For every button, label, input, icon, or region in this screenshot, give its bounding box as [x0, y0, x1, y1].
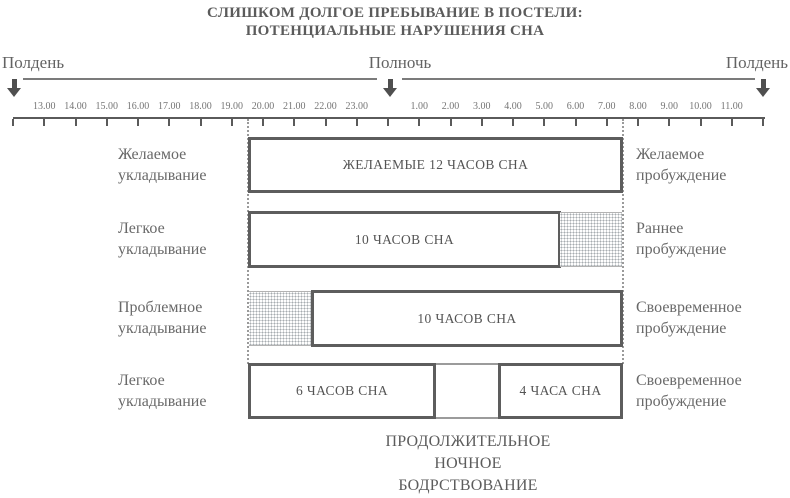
hour-tick [637, 119, 639, 126]
note-line-2: НОЧНОЕ [434, 455, 502, 472]
row1-right-label-line2: пробуждение [636, 167, 727, 184]
hour-tick-label: 20.00 [251, 101, 275, 112]
hour-tick [762, 119, 764, 126]
marker-line-right-segment [402, 78, 755, 80]
hour-tick-label: 13.00 [33, 101, 56, 112]
row4-night-waking-gap [433, 363, 501, 419]
row2-right-label-line1: Раннее [636, 220, 684, 237]
row2-left-label-line1: Легкое [118, 220, 165, 237]
hour-tick [293, 119, 296, 126]
hour-tick [480, 119, 483, 126]
hour-tick [512, 119, 514, 126]
hour-tick [12, 119, 14, 126]
row1-left-label-line2: укладывание [118, 167, 207, 184]
hour-tick-label: 2.00 [441, 101, 460, 112]
hour-tick [605, 119, 608, 126]
hour-tick [668, 119, 671, 126]
hour-tick [324, 119, 327, 126]
hour-tick [74, 119, 77, 126]
night-wakefulness-note: ПРОДОЛЖИТЕЛЬНОЕ НОЧНОЕ БОДРСТВОВАНИЕ [316, 431, 620, 497]
timeline-ruler-line [13, 117, 765, 119]
hour-tick-label: 22.00 [314, 101, 337, 112]
hour-tick-label: 1.00 [410, 101, 429, 112]
row2-sleep-bar: 10 ЧАСОВ СНА [248, 211, 561, 268]
row4-right-label: Своевременное пробуждение [636, 370, 788, 412]
bed-window-end-dashed-line [622, 119, 624, 364]
hour-tick [168, 119, 171, 126]
row3-right-label-line2: пробуждение [636, 320, 727, 337]
hour-tick [105, 119, 108, 126]
row1-sleep-bar: ЖЕЛАЕМЫЕ 12 ЧАСОВ СНА [248, 137, 623, 193]
hour-tick-label: 23.00 [345, 101, 369, 112]
hour-tick-label: 17.00 [158, 101, 181, 112]
hour-tick-label: 11.00 [720, 101, 743, 112]
hour-tick-label: 14.00 [64, 101, 87, 112]
hour-tick-label: 9.00 [660, 101, 679, 112]
row2-left-label-line2: укладывание [118, 241, 207, 258]
hour-tick [262, 119, 264, 126]
row1-left-label-line1: Желаемое [118, 146, 187, 163]
hour-tick-label: 21.00 [283, 101, 306, 112]
row2-right-label: Раннее пробуждение [636, 218, 788, 260]
title-line-1: СЛИШКОМ ДОЛГОЕ ПРЕБЫВАНИЕ В ПОСТЕЛИ: [207, 5, 583, 21]
hour-tick-label: 7.00 [598, 101, 616, 112]
row1-left-label: Желаемое укладывание [118, 144, 242, 186]
row4-right-label-line2: пробуждение [636, 393, 727, 410]
row4-left-label: Легкое укладывание [118, 370, 242, 412]
down-arrow-icon [383, 79, 397, 97]
row3-sleep-onset-dotted-zone [249, 291, 311, 346]
hour-tick [418, 119, 421, 126]
row4-left-label-line2: укладывание [118, 393, 207, 410]
hour-tick [355, 119, 358, 126]
row3-left-label: Проблемное укладывание [118, 297, 242, 339]
row3-right-label: Своевременное пробуждение [636, 297, 788, 339]
hour-tick [43, 119, 46, 126]
hour-tick-label: 8.00 [629, 101, 647, 112]
hour-tick-label: 10.00 [689, 101, 712, 112]
row4-left-label-line1: Легкое [118, 372, 165, 389]
note-line-1: ПРОДОЛЖИТЕЛЬНОЕ [385, 433, 551, 450]
hour-tick-label: 15.00 [95, 101, 119, 112]
down-arrow-icon [756, 79, 770, 97]
hour-tick [199, 119, 202, 126]
hour-tick [449, 119, 452, 126]
note-line-3: БОДРСТВОВАНИЕ [398, 477, 538, 494]
row3-right-label-line1: Своевременное [636, 299, 742, 316]
down-arrow-icon [7, 79, 21, 97]
hour-tick [387, 119, 389, 126]
hour-tick-label: 3.00 [473, 101, 491, 112]
row2-left-label: Легкое укладывание [118, 218, 242, 260]
row2-right-label-line2: пробуждение [636, 241, 727, 258]
noon-right-label: Полдень [725, 53, 788, 72]
hour-tick-label: 4.00 [504, 101, 522, 112]
hour-tick [230, 119, 233, 126]
hour-tick [574, 119, 577, 126]
hour-tick [543, 119, 546, 126]
hour-tick-label: 19.00 [220, 101, 244, 112]
hour-tick [730, 119, 733, 126]
hour-tick-label: 16.00 [126, 101, 150, 112]
title-line-2: ПОТЕНЦИАЛЬНЫЕ НАРУШЕНИЯ СНА [245, 23, 545, 39]
hour-tick [137, 119, 139, 126]
row4-second-sleep-bar: 4 ЧАСА СНА [498, 363, 623, 419]
row3-sleep-bar: 10 ЧАСОВ СНА [311, 290, 623, 347]
row4-first-sleep-bar: 6 ЧАСОВ СНА [248, 363, 436, 419]
hour-tick-label: 5.00 [535, 101, 554, 112]
row1-right-label-line1: Желаемое [636, 146, 705, 163]
marker-line-left-segment [23, 78, 377, 80]
row1-right-label: Желаемое пробуждение [636, 144, 788, 186]
diagram-title: СЛИШКОМ ДОЛГОЕ ПРЕБЫВАНИЕ В ПОСТЕЛИ: ПОТ… [0, 4, 790, 40]
row3-left-label-line2: укладывание [118, 320, 207, 337]
noon-left-label: Полдень [2, 53, 65, 72]
midnight-label: Полночь [368, 53, 432, 72]
row3-left-label-line1: Проблемное [118, 299, 203, 316]
hour-tick-label: 6.00 [566, 101, 585, 112]
hour-tick [699, 119, 702, 126]
row4-right-label-line1: Своевременное [636, 372, 742, 389]
row2-early-wake-dotted-zone [560, 212, 622, 267]
hour-tick-label: 18.00 [189, 101, 212, 112]
